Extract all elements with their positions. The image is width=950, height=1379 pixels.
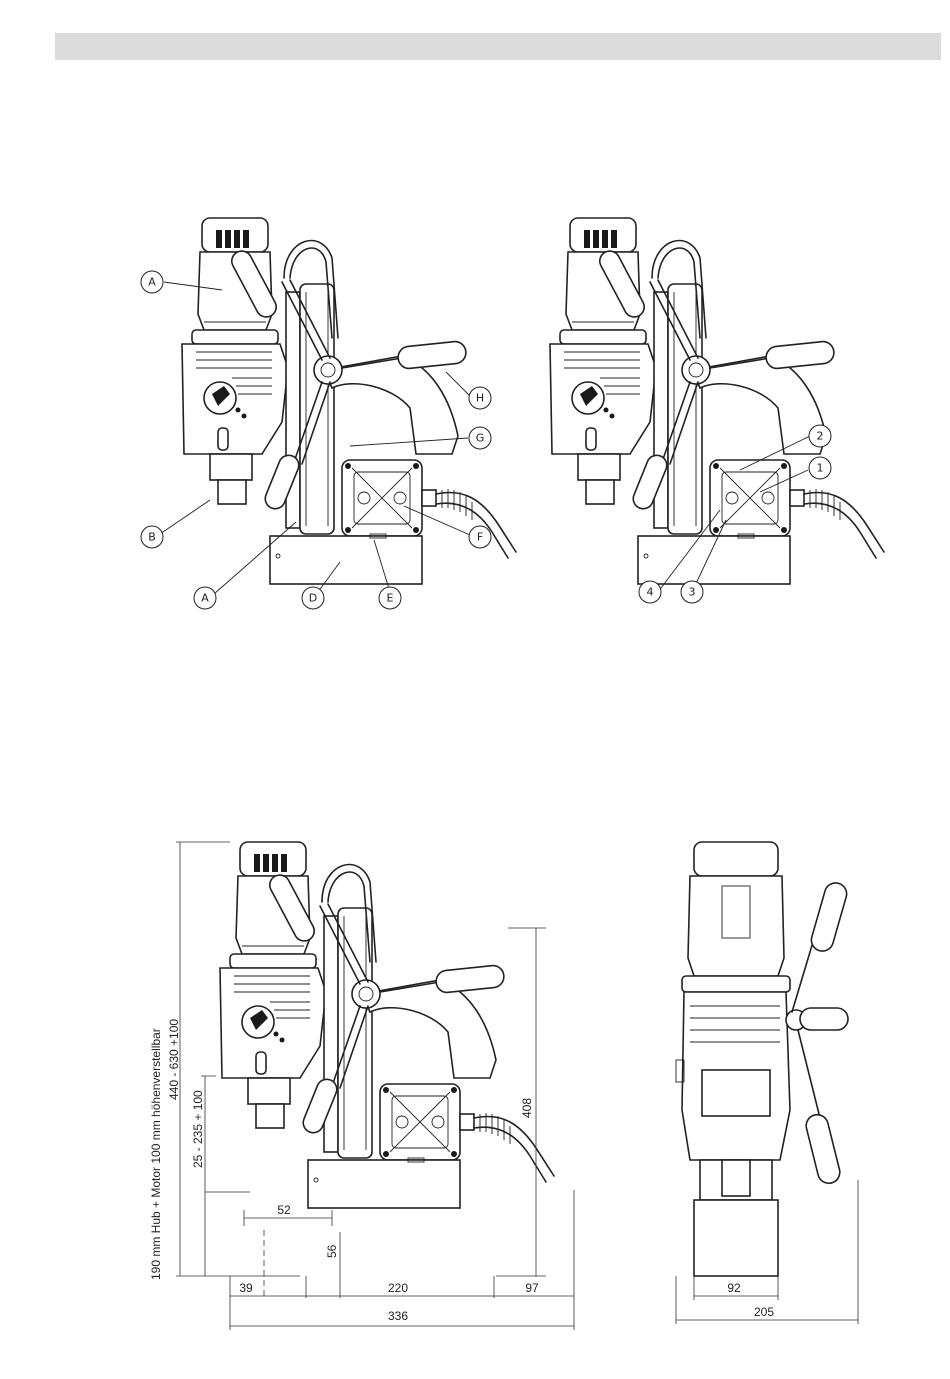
dim-408: 408 [520, 1098, 534, 1118]
callout-2: 2 [809, 425, 831, 447]
dim-52: 52 [277, 1203, 291, 1217]
dim-range-25-235: 25 - 235 + 100 [191, 1090, 205, 1168]
svg-text:D: D [309, 592, 317, 605]
callout-g: G [469, 427, 491, 449]
callout-b: B [141, 526, 163, 548]
callout-3: 3 [681, 581, 703, 603]
callout-1: 1 [809, 457, 831, 479]
drill-side-view-right [550, 218, 884, 584]
dim-92: 92 [727, 1281, 741, 1295]
svg-text:4: 4 [647, 586, 654, 599]
dim-205: 205 [754, 1305, 774, 1319]
callout-e: E [379, 587, 401, 609]
callout-d: D [302, 587, 324, 609]
callout-a-top: A [141, 271, 163, 293]
callout-4: 4 [639, 581, 661, 603]
svg-text:B: B [148, 531, 156, 544]
dim-336: 336 [388, 1309, 408, 1323]
svg-text:G: G [476, 432, 485, 445]
callout-a-top-label: A [148, 276, 156, 289]
drill-side-view-left [182, 218, 516, 584]
svg-text:1: 1 [817, 462, 824, 475]
dim-220: 220 [388, 1281, 408, 1295]
svg-text:E: E [387, 592, 394, 605]
callout-f: F [469, 526, 491, 548]
callout-a-bottom: A [194, 587, 216, 609]
dim-39: 39 [239, 1281, 253, 1295]
svg-text:A: A [201, 592, 209, 605]
svg-text:F: F [477, 531, 483, 544]
dim-56: 56 [325, 1244, 339, 1258]
dim-range-440-630: 440 - 630 +100 [167, 1019, 181, 1100]
drill-dimensioned-side-view [220, 842, 554, 1208]
svg-text:3: 3 [689, 586, 696, 599]
dim-97: 97 [525, 1281, 539, 1295]
svg-text:2: 2 [817, 430, 824, 443]
drill-front-view [676, 842, 849, 1276]
dim-stroke-note: 190 mm Hub + Motor 100 mm höhenverstellb… [149, 1028, 163, 1280]
callout-h: H [469, 387, 491, 409]
svg-text:H: H [476, 392, 484, 405]
